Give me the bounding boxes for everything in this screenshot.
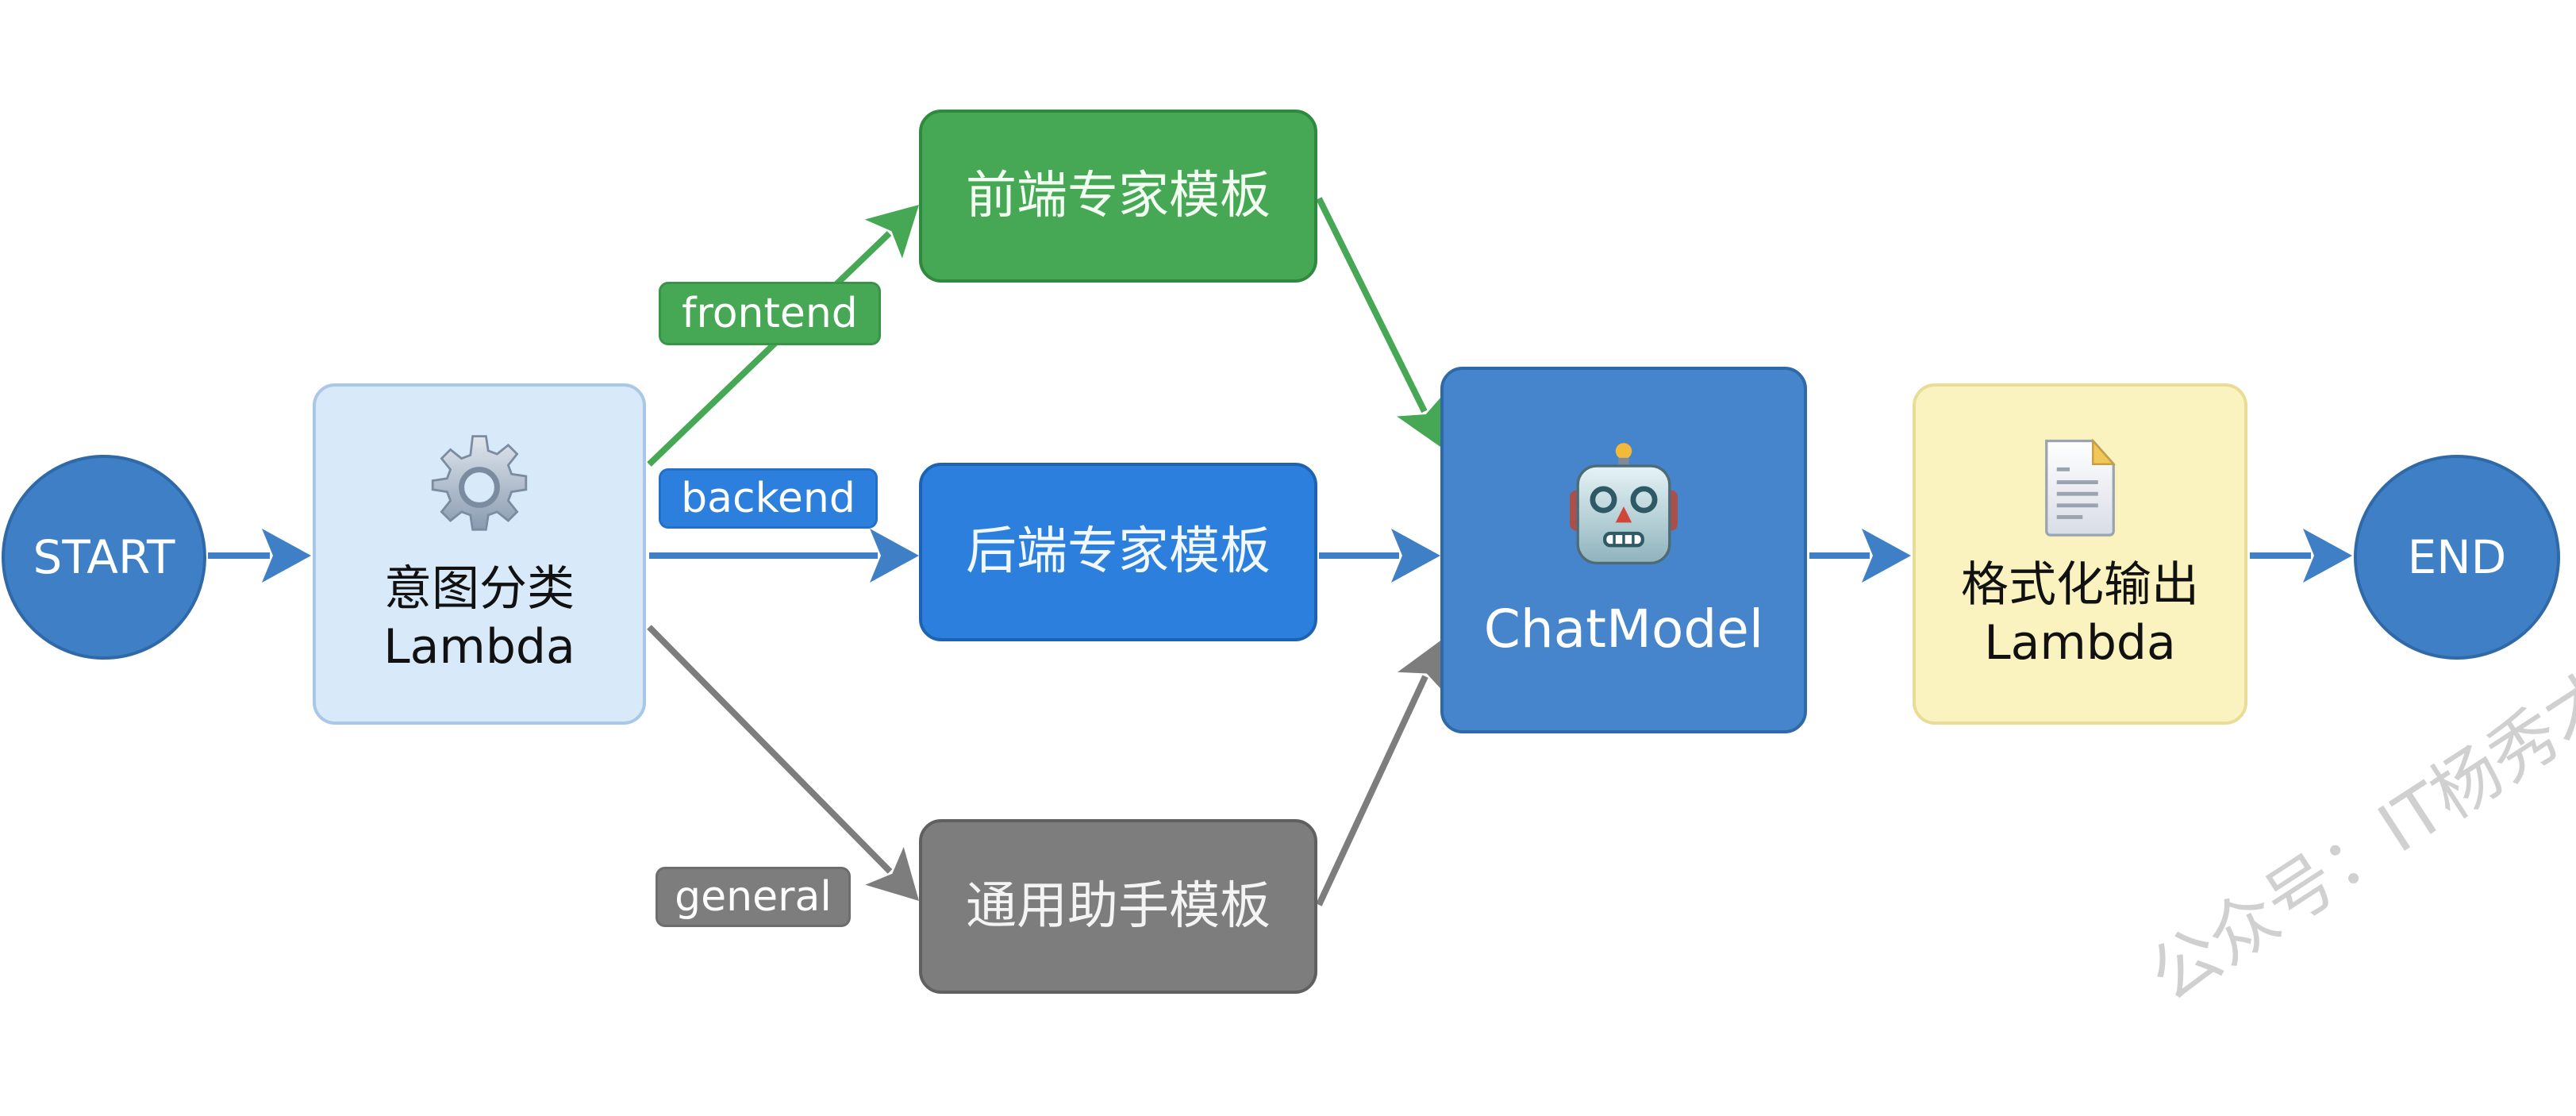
document-icon	[2045, 438, 2116, 537]
edge-label-general: general	[656, 867, 851, 927]
edge-label-backend: backend	[659, 468, 878, 529]
arrowhead-intent-to-backend_tpl	[870, 529, 919, 583]
start-node[interactable]: START	[2, 455, 206, 660]
end-node[interactable]: END	[2354, 455, 2560, 660]
robot-icon	[1570, 442, 1678, 564]
general-template-label: 通用助手模板	[966, 876, 1271, 936]
general-template-node[interactable]: 通用助手模板	[919, 819, 1317, 994]
start-label: START	[33, 529, 175, 584]
edge-frontend_tpl-to-chat_model	[1316, 197, 1428, 414]
arrowhead-intent-to-frontend_tpl	[864, 205, 919, 259]
gear-icon	[431, 435, 528, 531]
edge-label-general-text: general	[675, 873, 832, 921]
edge-general_tpl-to-chat_model	[1316, 675, 1428, 906]
arrowhead-chat_model-to-format_output	[1862, 529, 1911, 583]
backend-template-node[interactable]: 后端专家模板	[919, 463, 1317, 641]
edge-label-backend-text: backend	[681, 475, 855, 522]
intent-label-en: Lambda	[383, 619, 575, 675]
arrowhead-format_output-to-end	[2303, 529, 2352, 583]
backend-template-label: 后端专家模板	[966, 522, 1271, 582]
edge-intent-to-frontend_tpl	[647, 231, 892, 467]
chat-model-node[interactable]: ChatModel	[1440, 367, 1807, 733]
intent-label-cn: 意图分类	[384, 560, 575, 617]
format-output-label-cn: 格式化输出	[1961, 556, 2199, 613]
format-output-node[interactable]: 格式化输出 Lambda	[1913, 383, 2247, 725]
edge-label-frontend: frontend	[659, 282, 881, 345]
arrowhead-intent-to-general_tpl	[865, 846, 919, 901]
frontend-template-label: 前端专家模板	[966, 166, 1271, 225]
intent-classifier-node[interactable]: 意图分类 Lambda	[313, 383, 646, 725]
end-label: END	[2407, 529, 2507, 584]
arrowhead-frontend_tpl-to-chat_model	[1397, 392, 1445, 448]
arrowhead-general_tpl-to-chat_model	[1398, 639, 1447, 695]
edge-label-frontend-text: frontend	[682, 290, 858, 337]
arrowhead-backend_tpl-to-chat_model	[1391, 529, 1440, 583]
format-output-label-en: Lambda	[1984, 615, 2176, 671]
edge-intent-to-general_tpl	[647, 625, 893, 874]
chat-model-label: ChatModel	[1483, 598, 1764, 660]
arrowhead-start-to-intent	[262, 529, 311, 583]
frontend-template-node[interactable]: 前端专家模板	[919, 110, 1317, 283]
